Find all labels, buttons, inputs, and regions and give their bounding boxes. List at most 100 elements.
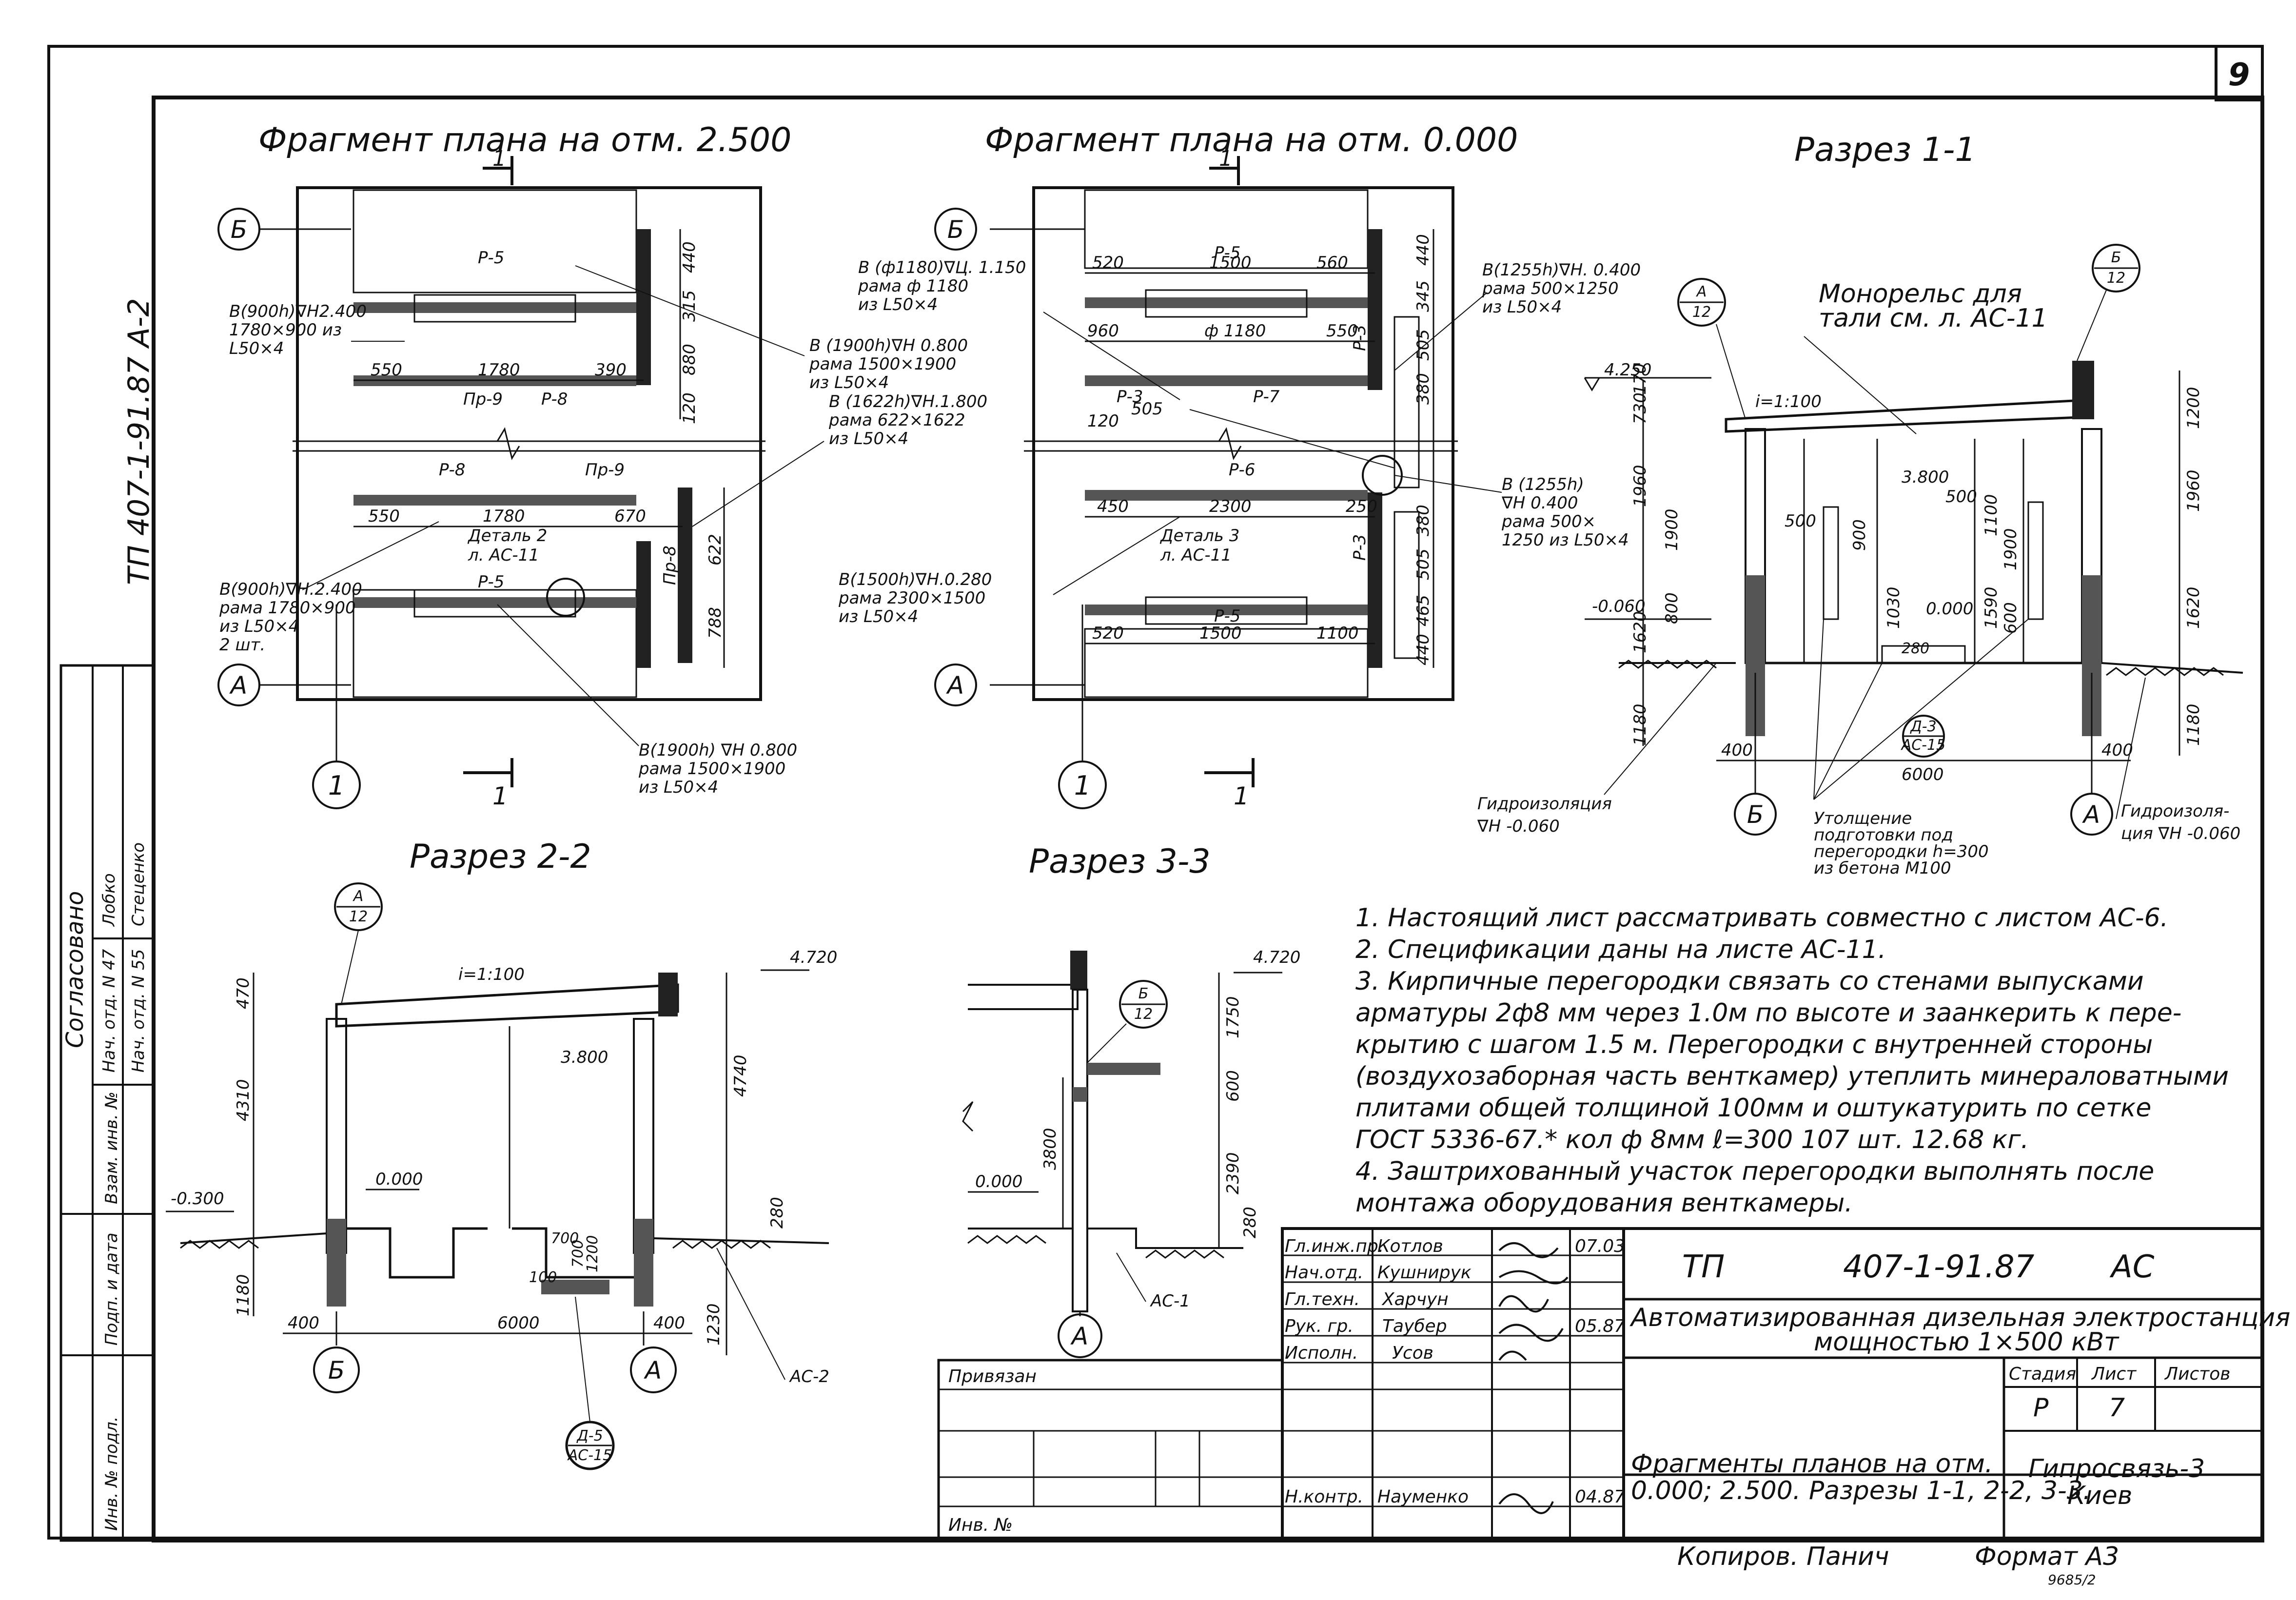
section-1-1-ref-b-sheet: 12 (2107, 270, 2125, 287)
sign-date-label: Подп. и дата (102, 1232, 121, 1346)
plan-2500-dim-right-3: 880 (680, 344, 699, 375)
plan-0000-dim-low-2: 2300 (1209, 497, 1252, 516)
side-agreement-block: Согласовано Нач. отд. N 47 Лобко Нач. от… (59, 664, 155, 1542)
role-6: Н.контр. (1285, 1487, 1363, 1507)
section-1-1-dim-bottom-3: 400 (2101, 741, 2133, 760)
plan-2500-dim-right-low-2: 788 (706, 607, 725, 639)
section-2-2-dim-inner-2: 1200 (584, 1235, 601, 1272)
section-1-1-ref-a-sheet: 12 (1692, 304, 1711, 321)
section-3-3-dim-right-4: 280 (1240, 1207, 1260, 1238)
plan-0000-mark-3: Р-7 (1253, 387, 1280, 407)
section-3-3-dim-right-3: 2390 (1223, 1152, 1243, 1194)
plan-2500-dim-right-2: 315 (680, 290, 699, 322)
plan-2500-cut-bottom: 1 (492, 782, 508, 810)
section-1-1-dim-left-4: 1900 (1662, 508, 1682, 551)
plan-0000: Фрагмент плана на отм. 0.000 1 Б А 1 1 (838, 121, 1641, 810)
section-2-2-ac2: АС-2 (789, 1367, 829, 1386)
plan-2500-dim-right-1: 440 (680, 241, 699, 273)
plan-0000-dim-mid-2: ф 1180 (1204, 321, 1266, 341)
section-2-2-dim-right-2: 280 (767, 1197, 787, 1229)
role-1: Гл.инж.пр. (1285, 1236, 1384, 1256)
section-3-3-ref-b: Б (1138, 985, 1149, 1002)
plan-2500-callouts (302, 265, 824, 746)
date-4: 05.87 (1575, 1316, 1625, 1336)
section-1-1-ref-b: Б (2111, 249, 2121, 266)
note-line-5: крытию с шагом 1.5 м. Перегородки с внут… (1355, 1030, 2153, 1059)
name-2: Кушнирук (1377, 1263, 1472, 1283)
section-2-2-ref-a-sheet: 12 (349, 908, 368, 925)
section-1-1-dim-inner-5: 1900 (2001, 528, 2021, 570)
plan-2500-mark-5: Пр-9 (585, 460, 625, 480)
plan-2500-mark-7: Пр-8 (660, 546, 680, 585)
name-5: Усов (1392, 1343, 1433, 1363)
plan-2500-dim-right-4: 120 (680, 392, 699, 424)
section-2-2-dim-inner-1: 700 (551, 1230, 579, 1247)
section-1-1-note-right: Гидроизоля-ция ∇Н -0.060 (2121, 801, 2240, 843)
section-1-1-dim-right-2: 1960 (2184, 469, 2203, 512)
section-1-1-note-left: Гидроизоляция∇Н -0.060 (1477, 794, 1612, 836)
plan-0000-dim-right-6: 505 (1413, 548, 1433, 580)
note-line-1: 1. Настоящий лист рассматривать совместн… (1355, 903, 2168, 933)
section-2-2-dim-bottom-3: 400 (653, 1313, 685, 1333)
copied-label: Копиров. Панич (1677, 1542, 1889, 1571)
plan-2500-mark-6: Р-5 (478, 572, 504, 592)
plan-2500-dim-top-2: 1780 (478, 360, 520, 380)
section-1-1-axis-b: Б (1747, 800, 1764, 829)
section-2-2-elev-zero: 0.000 (375, 1170, 423, 1189)
plan-0000-dim-low-1: 450 (1097, 497, 1129, 516)
role-3: Гл.техн. (1285, 1289, 1360, 1309)
section-1-1-dim-right-4: 1180 (2184, 703, 2203, 746)
stamp-code: 407-1-91.87 (1843, 1249, 2035, 1285)
replace-inv-label: Взам. инв. № (102, 1092, 121, 1204)
plan-0000-dim-bottom-2: 1500 (1199, 624, 1242, 643)
section-1-1-dim-left-1: 170 (1630, 363, 1650, 395)
plan-2500-axis-1: 1 (328, 770, 345, 801)
section-1-1-dim-left-6: 1620 (1630, 611, 1650, 653)
note-line-8: ГОСТ 5336-67.* кол ф 8мм ℓ=300 107 шт. 1… (1355, 1125, 2029, 1154)
inventory-mark: 9685/2 (2048, 1572, 2096, 1588)
plan-0000-mark-6: Р-5 (1214, 606, 1240, 626)
note-line-7: плитами общей толщиной 100мм и оштукатур… (1355, 1093, 2151, 1123)
section-2-2-dim-left-3: 1180 (234, 1274, 253, 1316)
note-line-4: арматуры 2ф8 мм через 1.0м по высоте и з… (1355, 998, 2181, 1028)
plan-0000-dim-mid-3: 550 (1326, 321, 1358, 341)
plan-0000-mark-4: Р-6 (1229, 460, 1255, 480)
section-3-3-axis-a: А (1070, 1322, 1088, 1350)
plan-0000-dim-bottom-3: 1100 (1316, 624, 1359, 643)
section-1-1-elev-3800: 3.800 (1902, 468, 1949, 487)
plan-2500-mark-2: Пр-9 (463, 390, 503, 409)
section-1-1-dim-inner-2: 900 (1850, 519, 1869, 551)
format-label: Формат А3 (1975, 1542, 2119, 1571)
section-1-1: Разрез 1-1 i=1:100 4.250 3.800 -0.060 0.… (1477, 131, 2243, 878)
plan-2500-cut-top: 1 (492, 146, 506, 171)
section-1-1-dim-inner-6: 1590 (1982, 586, 2001, 629)
plan-0000-axis-a: А (946, 671, 964, 700)
signature-scribbles (1498, 1242, 1569, 1514)
section-2-2: Разрез 2-2 i=1:100 4.720 3.800 -0.300 0.… (166, 838, 837, 1470)
section-1-1-node: Д-3 (1909, 718, 1936, 735)
plan-0000-axis-1: 1 (1074, 770, 1091, 801)
section-2-2-dim-right-3: 1230 (704, 1303, 724, 1346)
section-2-2-dim-bottom-1: 400 (288, 1313, 319, 1333)
stamp-sheet-title: Фрагменты планов на отм.0.000; 2.500. Ра… (1631, 1449, 2091, 1505)
stamp-sheet-no: 7 (2109, 1393, 2125, 1423)
plan-0000-dim-right-3: 505 (1413, 329, 1433, 361)
section-1-1-dim-inner-3: 500 (1945, 487, 1977, 507)
plan-0000-dim-right-8: 440 (1413, 634, 1433, 665)
name-3: Харчун (1381, 1289, 1449, 1309)
plan-2500-dim-right-low-1: 622 (706, 534, 725, 566)
plan-0000-dim-right-5: 380 (1413, 505, 1433, 536)
date-6: 04.87 (1575, 1487, 1625, 1507)
section-2-2-elev-neg: -0.300 (171, 1189, 224, 1209)
plan-2500-dim-top-1: 550 (371, 360, 402, 380)
plan-2500-title: Фрагмент плана на отм. 2.500 (258, 121, 791, 159)
section-1-1-elev-zero: 0.000 (1926, 599, 1973, 619)
stamp-power: мощностью 1×500 кВт (1814, 1327, 2119, 1357)
section-2-2-dim-inner-3: 700 (569, 1240, 587, 1268)
section-1-1-dim-inner-1: 500 (1785, 511, 1816, 531)
section-1-1-axis-a: А (2082, 800, 2100, 829)
